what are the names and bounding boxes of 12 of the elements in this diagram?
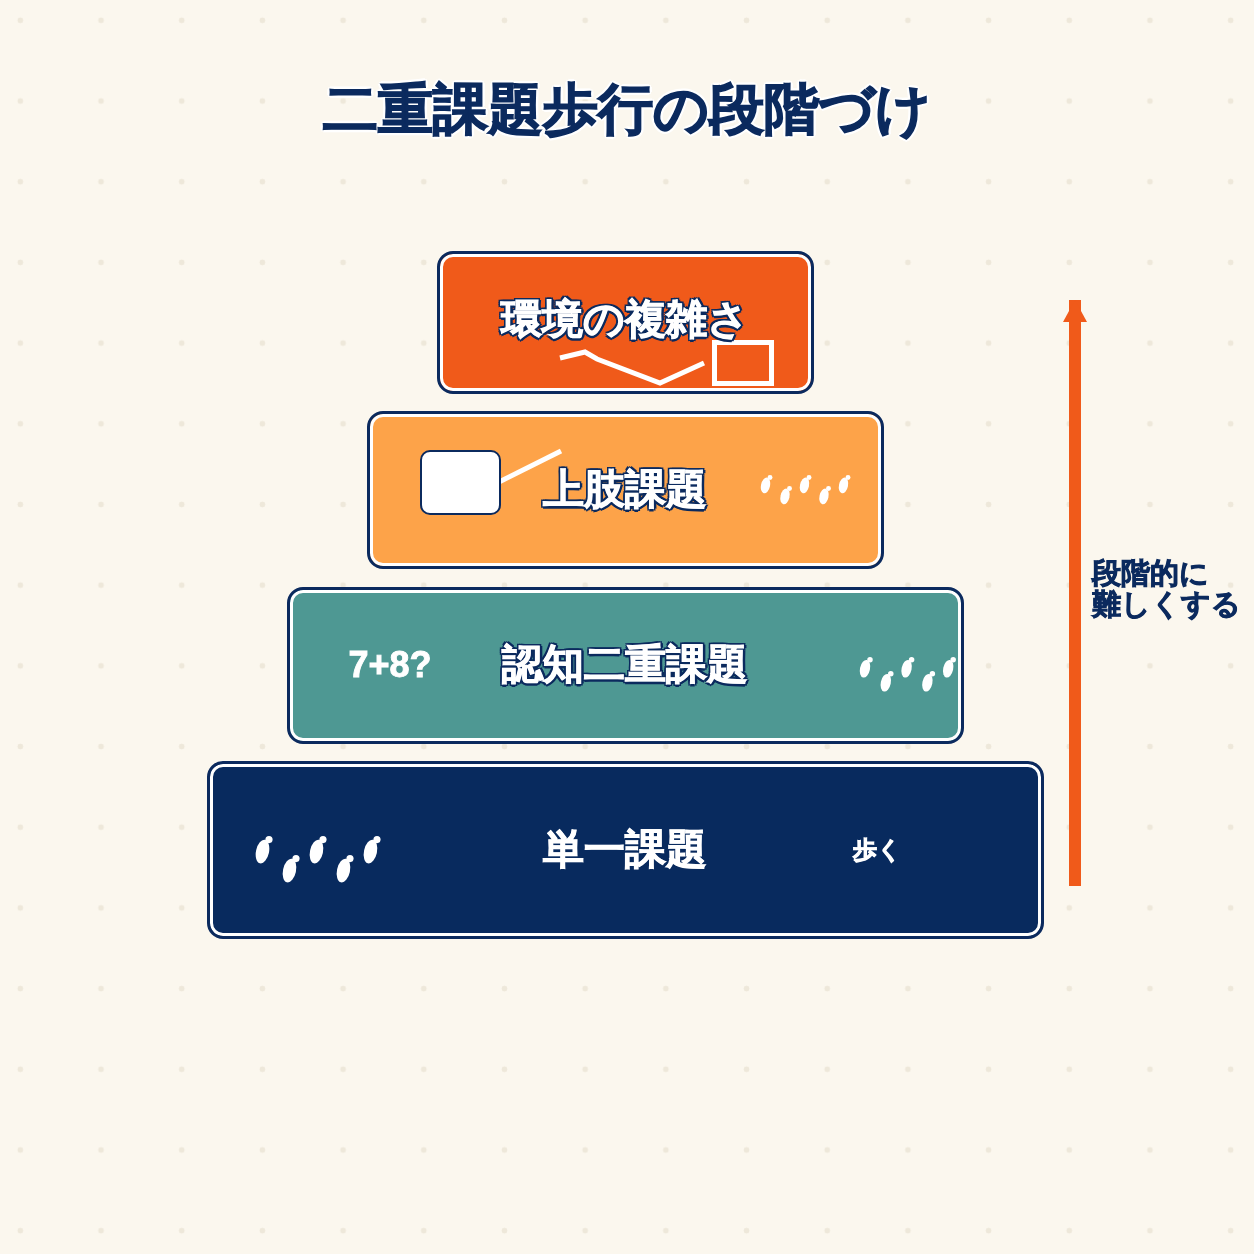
tier-box <box>287 587 964 744</box>
tier-title: 環境の複雑さ <box>501 298 749 342</box>
tier-title: 上肢課題 <box>543 468 707 512</box>
tier-box <box>437 251 814 394</box>
walk-label: 歩く <box>852 837 902 863</box>
arrow-caption: 段階的に難しくする <box>1092 558 1241 621</box>
tier-box <box>207 761 1044 939</box>
tier-box <box>367 411 884 569</box>
diagram-title: 二重課題歩行の段階づけ <box>323 78 931 142</box>
tier-title: 単一課題 <box>543 828 707 872</box>
arithmetic-prompt: 7+8? <box>348 646 432 684</box>
tier-title: 認知二重課題 <box>502 643 748 687</box>
